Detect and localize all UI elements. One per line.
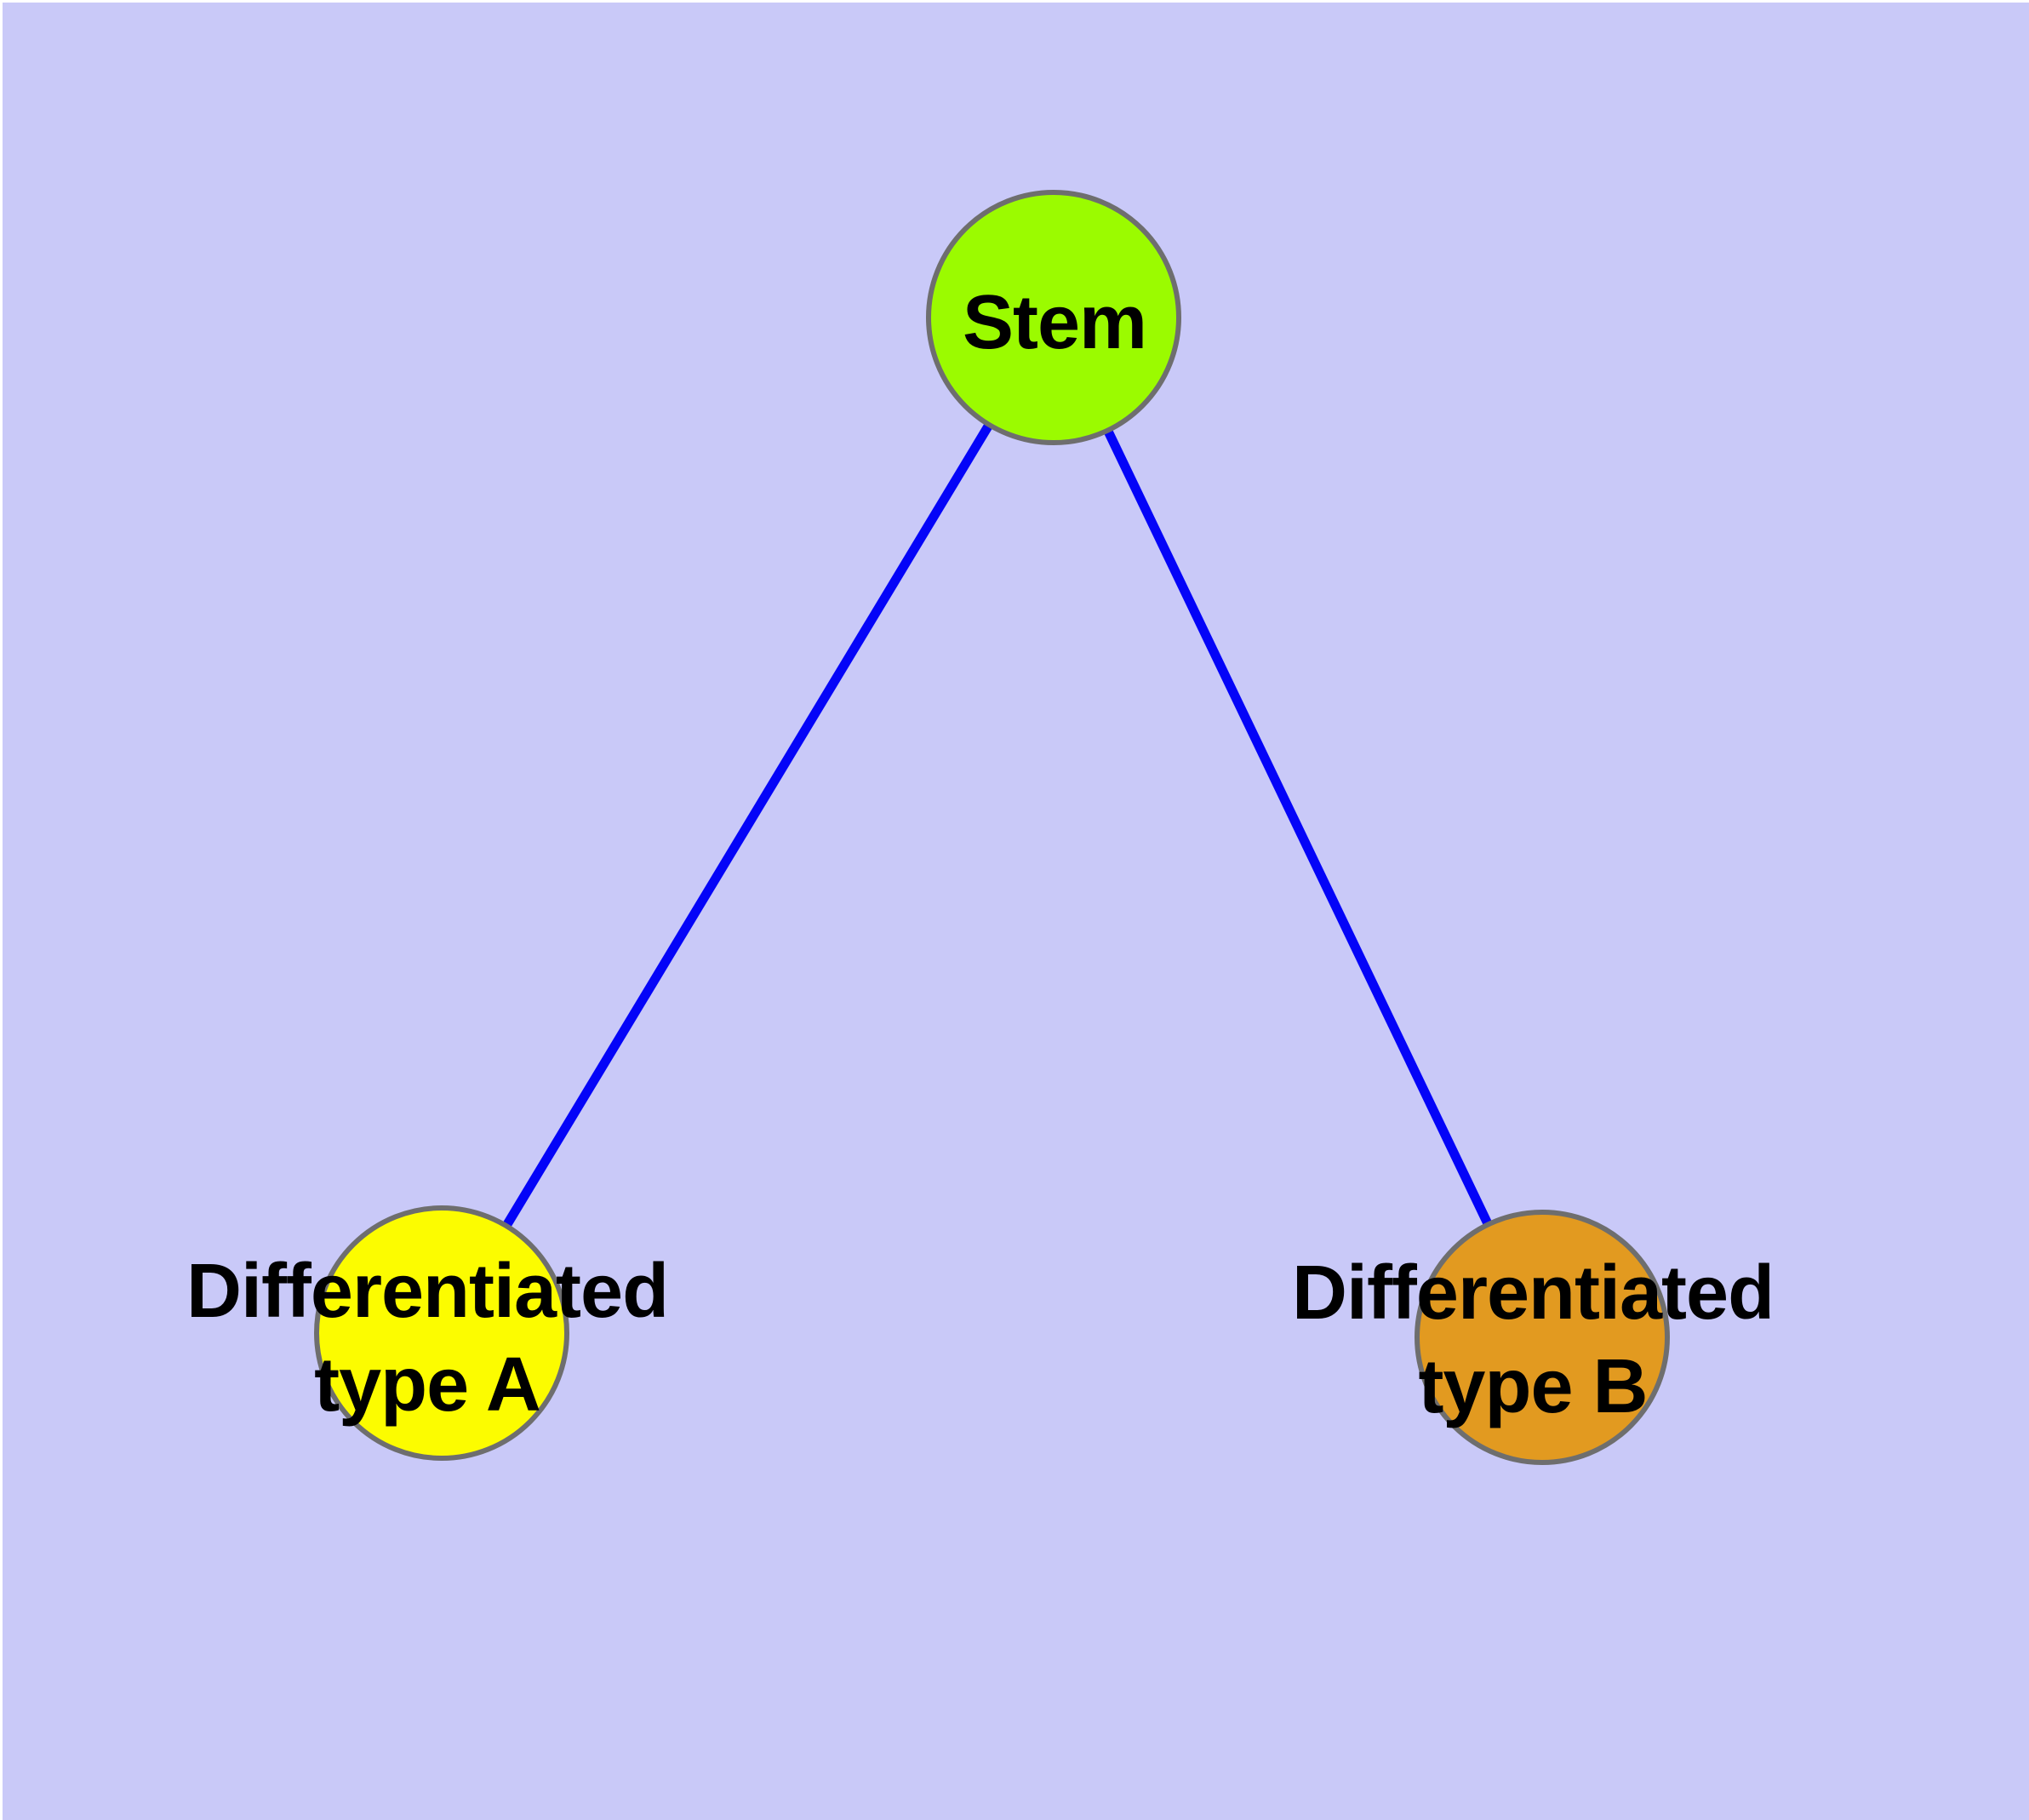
edge-stem-to-typeB xyxy=(1049,315,1546,1340)
node-typeB xyxy=(1415,1210,1670,1465)
node-stem xyxy=(926,190,1181,445)
edge-stem-to-typeA xyxy=(437,315,1058,1336)
node-typeA xyxy=(314,1205,569,1461)
top-border-line xyxy=(0,0,2029,1)
graph-svg xyxy=(314,190,1670,1465)
